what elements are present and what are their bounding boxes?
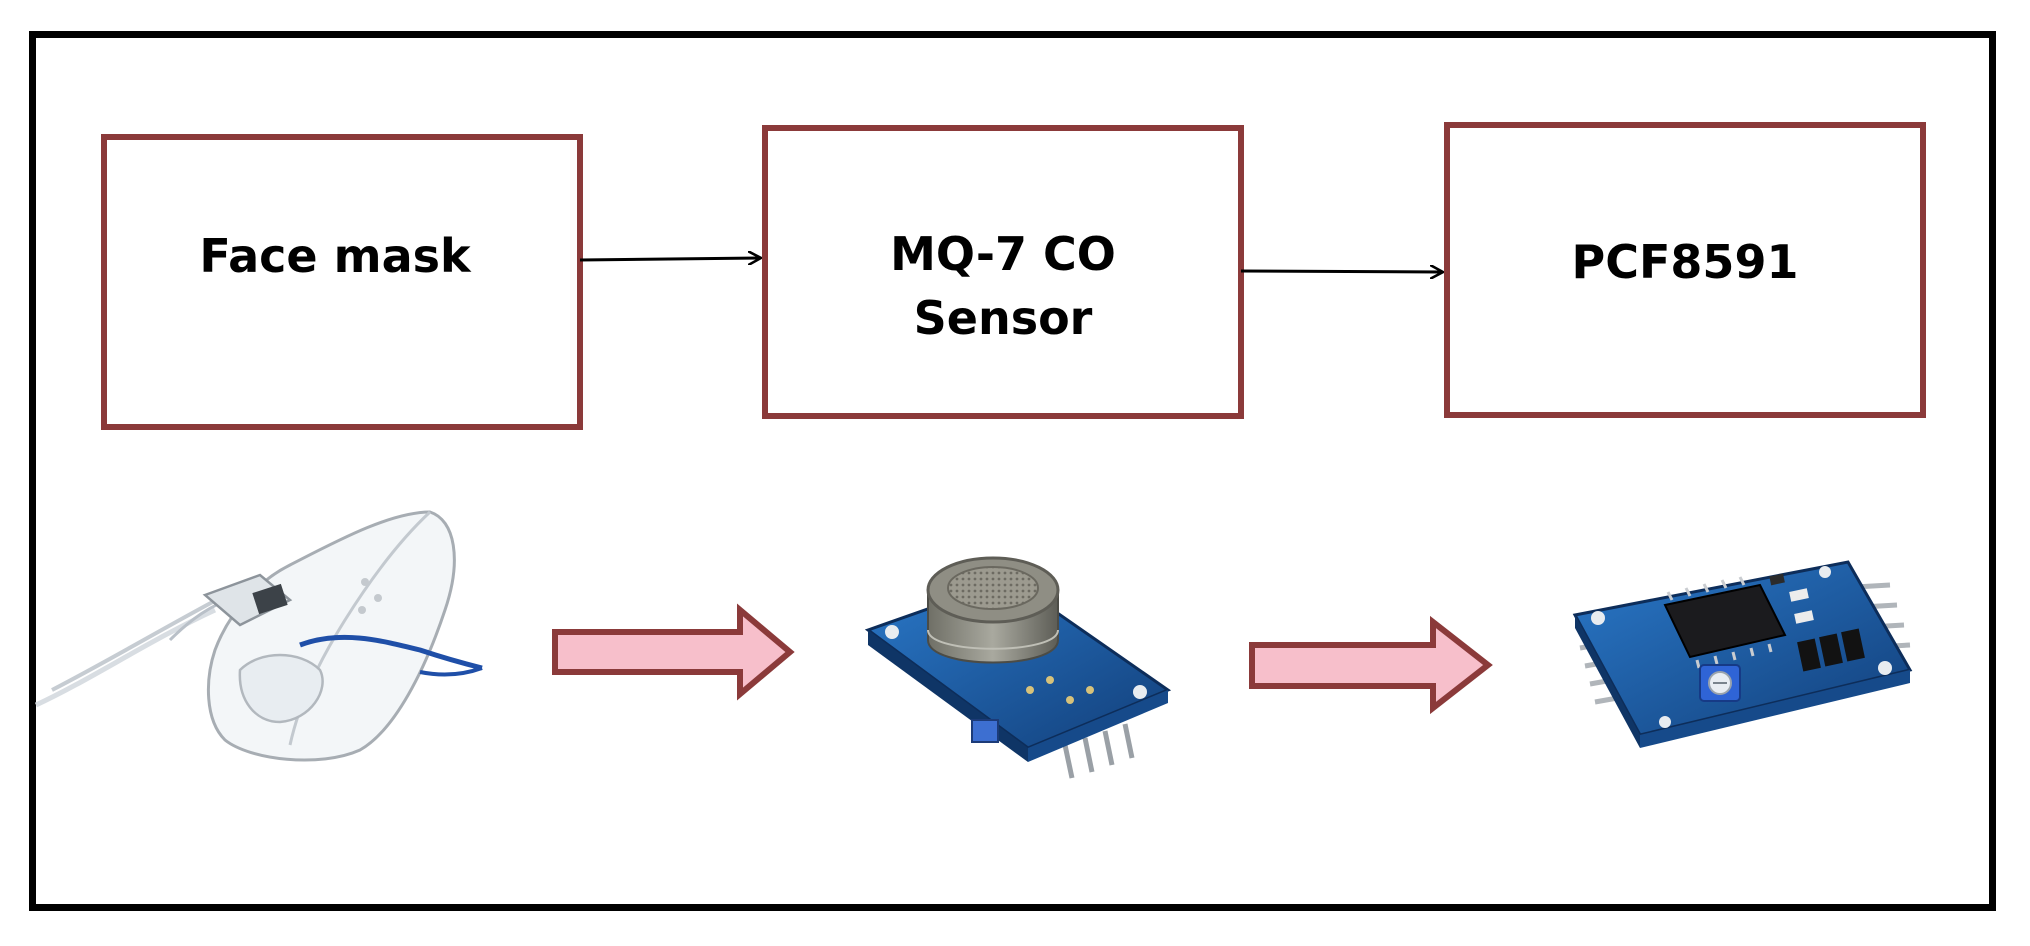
arrow-mask-to-sensor xyxy=(579,258,760,260)
block-mq7-sensor-label-line1: MQ-7 CO xyxy=(890,227,1116,281)
block-pcf8591-box xyxy=(1444,122,1926,418)
block-face-mask-box xyxy=(101,134,583,430)
face-mask-image xyxy=(34,510,483,762)
arrow-sensor-to-pcf8591 xyxy=(1240,271,1442,272)
block-face-mask-label: Face mask xyxy=(199,229,472,283)
big-arrow-left xyxy=(552,603,795,701)
diagram-frame xyxy=(29,31,1996,911)
big-arrow-right xyxy=(1249,615,1493,715)
block-mq7-sensor-box xyxy=(762,125,1244,419)
mq7-sensor-image xyxy=(864,556,1172,779)
block-pcf8591-label: PCF8591 xyxy=(1572,235,1799,289)
block-mq7-sensor-label-line2: Sensor xyxy=(914,291,1093,345)
block-face-mask: Face mask xyxy=(101,134,583,430)
block-pcf8591: PCF8591 xyxy=(1444,122,1926,418)
pcf8591-image xyxy=(1572,560,1913,748)
block-mq7-sensor: MQ-7 CO Sensor xyxy=(762,125,1244,419)
